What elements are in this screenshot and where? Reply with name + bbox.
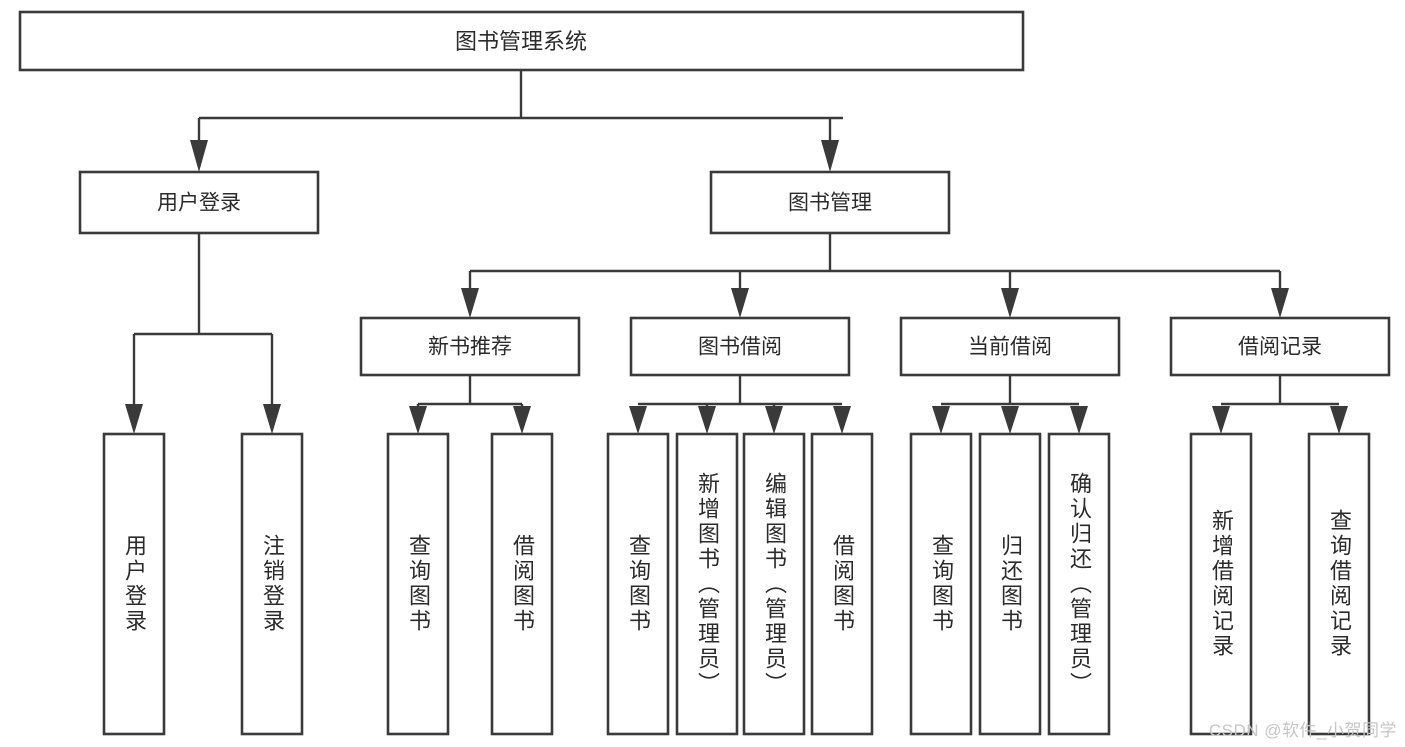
arrow-newbook-leaf-2	[513, 406, 531, 434]
node-root-label: 图书管理系统	[455, 29, 587, 54]
leaf-newbook-query-book-box[interactable]	[386, 432, 450, 736]
arrow-bookmgmt-to-bookborrow	[731, 288, 749, 318]
arrow-userlogin-leaf-2	[263, 404, 281, 434]
arrow-borrowrecord-leaf-1	[1212, 406, 1230, 434]
arrow-bookmgmt-to-currentborrow	[1001, 288, 1019, 318]
arrow-currentborrow-leaf-1	[932, 406, 950, 434]
node-book-management-label: 图书管理	[788, 192, 872, 215]
leaf-bookborrow-add-book-box[interactable]	[675, 432, 739, 736]
arrow-bookborrow-leaf-2	[698, 406, 716, 434]
leaf-currentborrow-return-book-box[interactable]	[978, 432, 1042, 736]
arrow-bookborrow-leaf-1	[629, 406, 647, 434]
leaf-bookborrow-edit-book-box[interactable]	[742, 432, 806, 736]
csdn-watermark: CSDN @软件_小贺同学	[1208, 721, 1397, 740]
leaf-bookborrow-borrow-book-box[interactable]	[810, 432, 874, 736]
arrow-borrowrecord-leaf-2	[1330, 406, 1348, 434]
leaf-logout-box[interactable]	[240, 432, 304, 736]
node-new-book-recommend-label: 新书推荐	[428, 336, 512, 359]
node-book-management-box[interactable]	[709, 170, 951, 235]
leaf-borrowrecord-add-record-box[interactable]	[1189, 432, 1253, 736]
node-layer: 图书管理系统 用户登录 图书管理 新书推荐 图书借阅 当前借阅 借阅记录	[18, 10, 1391, 736]
arrow-bookmgmt-to-borrowrecord	[1271, 288, 1289, 318]
arrow-bookborrow-leaf-4	[833, 406, 851, 434]
leaf-user-login-box[interactable]	[102, 432, 166, 736]
arrow-root-to-bookmgmt	[821, 140, 839, 172]
leaf-currentborrow-query-book-box[interactable]	[909, 432, 973, 736]
node-root-box[interactable]	[18, 10, 1025, 72]
node-current-borrow-box[interactable]	[899, 316, 1121, 377]
node-current-borrow-label: 当前借阅	[968, 336, 1052, 359]
node-borrow-record-label: 借阅记录	[1238, 336, 1322, 359]
arrow-bookmgmt-to-newbook	[461, 288, 479, 318]
leaf-bookborrow-query-book-box[interactable]	[606, 432, 670, 736]
arrow-userlogin-leaf-1	[125, 404, 143, 434]
arrow-currentborrow-leaf-3	[1070, 406, 1088, 434]
node-new-book-recommend-box[interactable]	[359, 316, 581, 377]
arrow-newbook-leaf-1	[409, 406, 427, 434]
node-user-login-box[interactable]	[78, 170, 320, 235]
arrow-currentborrow-leaf-2	[1001, 406, 1019, 434]
node-borrow-record-box[interactable]	[1169, 316, 1391, 377]
node-user-login-label: 用户登录	[157, 192, 241, 215]
arrow-root-to-userlogin	[190, 140, 208, 172]
arrow-bookborrow-leaf-3	[765, 406, 783, 434]
connector-layer	[125, 70, 1348, 434]
node-book-borrow-label: 图书借阅	[698, 336, 782, 359]
leaf-borrowrecord-query-record-box[interactable]	[1307, 432, 1371, 736]
node-book-borrow-box[interactable]	[629, 316, 851, 377]
leaf-newbook-borrow-book-box[interactable]	[490, 432, 554, 736]
leaf-currentborrow-confirm-return-box[interactable]	[1047, 432, 1111, 736]
